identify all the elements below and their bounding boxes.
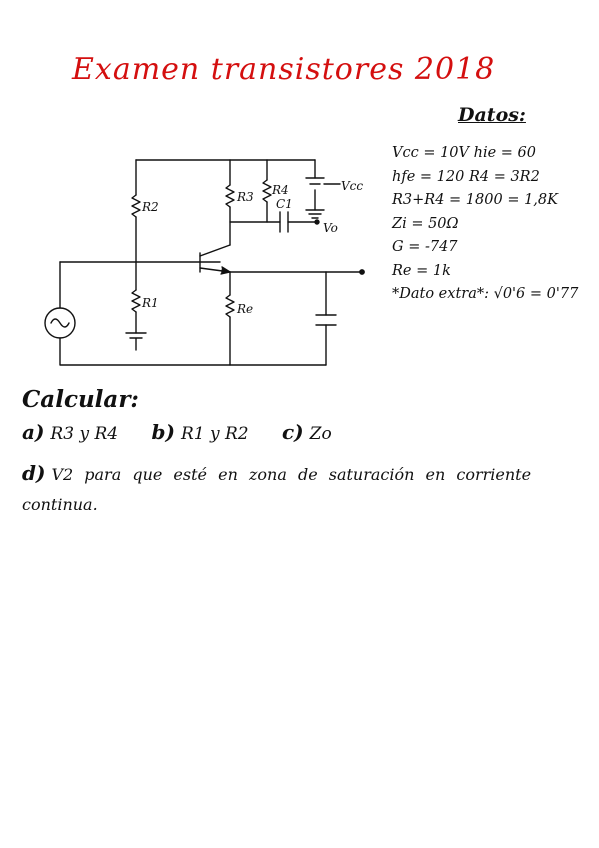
- question-d-text: V2 para que esté en zona de saturación e…: [22, 465, 532, 514]
- label-vo: Vo: [323, 221, 338, 235]
- question-c-text: Zo: [309, 424, 332, 444]
- ac-source-wave: [50, 318, 70, 328]
- label-c1: C1: [276, 197, 293, 211]
- r2-resistor: [131, 194, 141, 218]
- label-vcc: Vcc: [341, 179, 363, 193]
- r1-ground: [125, 332, 147, 351]
- question-a-text: R3 y R4: [50, 424, 119, 444]
- questions-abc: a)R3 y R4 b)R1 y R2 c)Zo: [22, 420, 360, 444]
- datos-item: R3+R4 = 1800 = 1,8K: [392, 192, 558, 208]
- label-r3: R3: [236, 190, 254, 204]
- transistor-collector: [199, 244, 231, 257]
- vcc-battery: [305, 177, 325, 185]
- question-a: a)R3 y R4: [22, 420, 118, 444]
- question-c: c)Zo: [282, 420, 332, 444]
- circuit-diagram: R2 R1 R3 R4 Re C1 Vcc Vo: [44, 159, 365, 366]
- question-b: b)R1 y R2: [151, 420, 248, 444]
- exam-title: Examen transistores 2018: [72, 52, 496, 87]
- source-wire: [59, 261, 327, 366]
- question-d-letter: d): [22, 461, 46, 485]
- label-r4: R4: [271, 183, 289, 197]
- question-d: d)V2 para que esté en zona de saturación…: [22, 458, 582, 520]
- datos-heading: Datos:: [458, 104, 526, 126]
- question-c-letter: c): [282, 420, 304, 444]
- label-r1: R1: [141, 296, 159, 310]
- r1-resistor: [131, 289, 141, 313]
- r3-resistor: [225, 184, 235, 208]
- question-a-letter: a): [22, 420, 45, 444]
- ac-source: [44, 307, 76, 339]
- vcc-ground: [305, 209, 325, 219]
- datos-item: hfe = 120 R4 = 3R2: [392, 168, 540, 185]
- question-b-letter: b): [151, 420, 175, 444]
- emitter-arrow: [220, 266, 231, 275]
- datos-item: G = -747: [392, 239, 458, 255]
- datos-list: Vcc = 10V hie = 60 hfe = 120 R4 = 3R2 R3…: [392, 142, 578, 307]
- label-re: Re: [236, 302, 253, 316]
- datos-item: Vcc = 10V hie = 60: [392, 145, 536, 161]
- label-r2: R2: [141, 200, 159, 214]
- datos-item: Zi = 50Ω: [392, 215, 459, 232]
- calcular-heading: Calcular:: [22, 386, 139, 413]
- vo-terminal: [314, 219, 320, 225]
- re-resistor: [225, 294, 235, 318]
- bypass-capacitor: [315, 314, 337, 326]
- datos-item: Re = 1k: [392, 262, 451, 279]
- question-b-text: R1 y R2: [180, 424, 249, 444]
- r4-resistor: [262, 179, 272, 203]
- emitter-output-terminal: [359, 269, 365, 275]
- datos-item: *Dato extra*: √0'6 = 0'77: [392, 286, 579, 302]
- c1-capacitor: [279, 211, 289, 233]
